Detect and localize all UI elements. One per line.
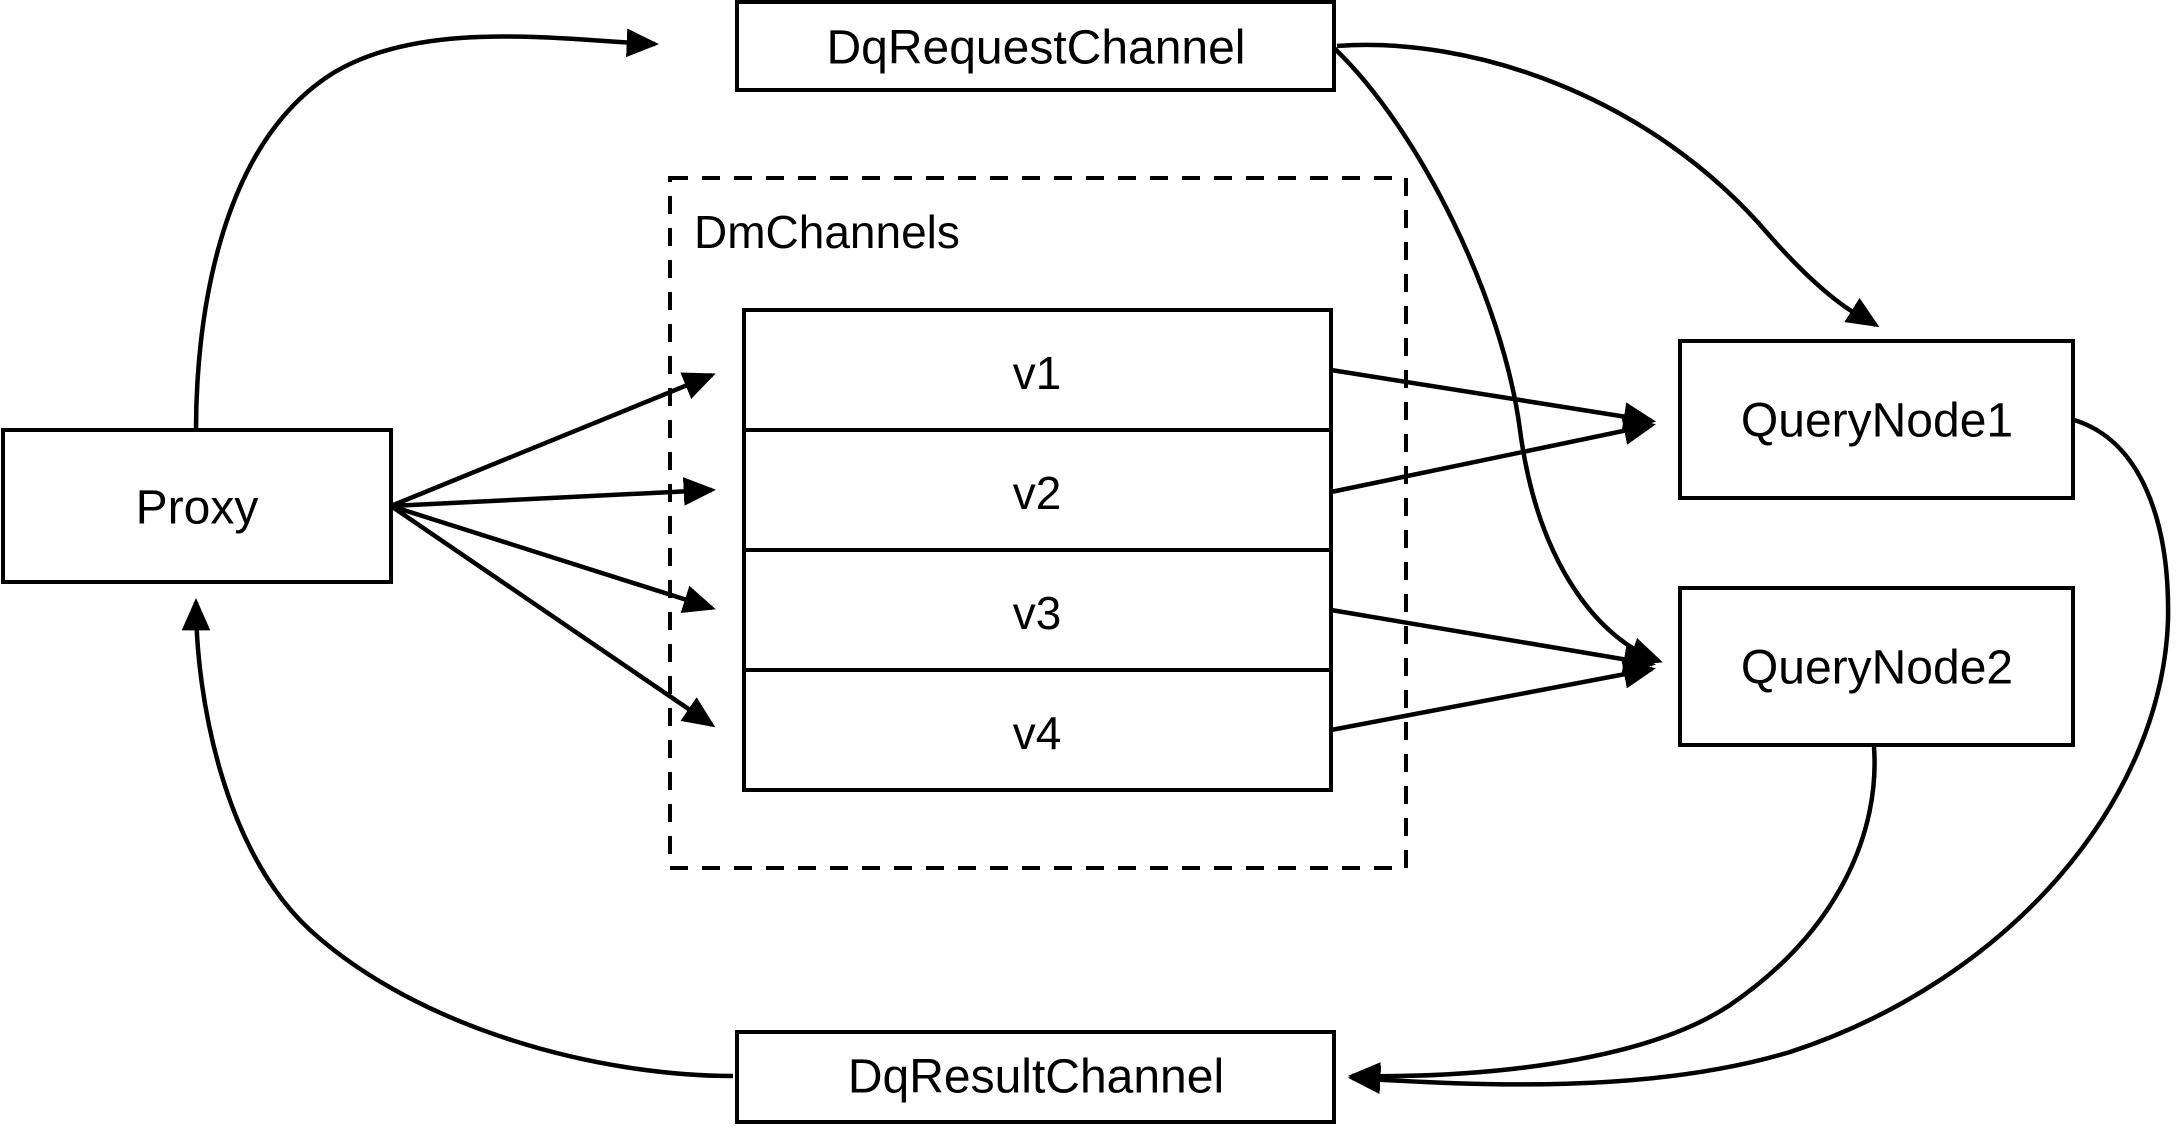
node-querynode1-box[interactable] xyxy=(1678,339,2075,500)
node-dqresultchannel-box[interactable] xyxy=(735,1030,1336,1124)
node-querynode1-label: QueryNode1 xyxy=(1741,395,2013,448)
edge-proxy-to-v2 xyxy=(390,477,717,509)
edge-proxy-to-v1 xyxy=(390,372,716,509)
node-dqresultchannel[interactable]: DqResultChannel xyxy=(735,1030,1336,1124)
node-querynode1[interactable]: QueryNode1 xyxy=(1678,339,2075,500)
dmchannels-group-border xyxy=(668,176,1408,870)
vchannel-table: v1 v2 v3 v4 xyxy=(742,308,1333,792)
node-dqrequestchannel-label: DqRequestChannel xyxy=(827,22,1246,75)
dmchannels-group-label: DmChannels xyxy=(694,206,960,258)
edge-dqrequestchannel-to-querynode1 xyxy=(1336,42,1880,328)
edge-proxy-to-v4 xyxy=(389,504,716,728)
edge-v4-to-querynode2 xyxy=(1330,660,1656,733)
node-proxy[interactable]: Proxy xyxy=(1,428,393,584)
node-proxy-label: Proxy xyxy=(136,482,259,535)
edge-dqresultchannel-to-proxy xyxy=(181,597,734,1079)
vchannel-row-v3-label: v3 xyxy=(1013,587,1062,639)
node-proxy-box[interactable] xyxy=(1,428,393,584)
edge-querynode1-to-dqresultchannel xyxy=(1347,417,2171,1095)
vchannel-row-v1-label: v1 xyxy=(1013,347,1062,399)
vchannel-row-v4-label: v4 xyxy=(1013,707,1062,759)
edge-dqrequestchannel-to-querynode2 xyxy=(1332,46,1663,665)
edge-proxy-to-dqrequestchannel xyxy=(193,28,660,431)
edge-v1-to-querynode1 xyxy=(1330,367,1656,431)
node-querynode2-box[interactable] xyxy=(1678,586,2075,747)
edge-proxy-to-v3 xyxy=(390,503,716,614)
node-querynode2-label: QueryNode2 xyxy=(1741,642,2013,695)
node-dqrequestchannel-box[interactable] xyxy=(735,0,1336,92)
edge-v2-to-querynode1 xyxy=(1330,416,1656,495)
vchannel-row-v2-label: v2 xyxy=(1013,467,1062,519)
dmchannels-group: DmChannels xyxy=(668,176,1408,870)
node-dqresultchannel-label: DqResultChannel xyxy=(848,1051,1224,1104)
node-querynode2[interactable]: QueryNode2 xyxy=(1678,586,2075,747)
edge-v3-to-querynode2 xyxy=(1330,607,1656,674)
node-dqrequestchannel[interactable]: DqRequestChannel xyxy=(735,0,1336,92)
edge-querynode2-to-dqresultchannel xyxy=(1347,746,1877,1091)
